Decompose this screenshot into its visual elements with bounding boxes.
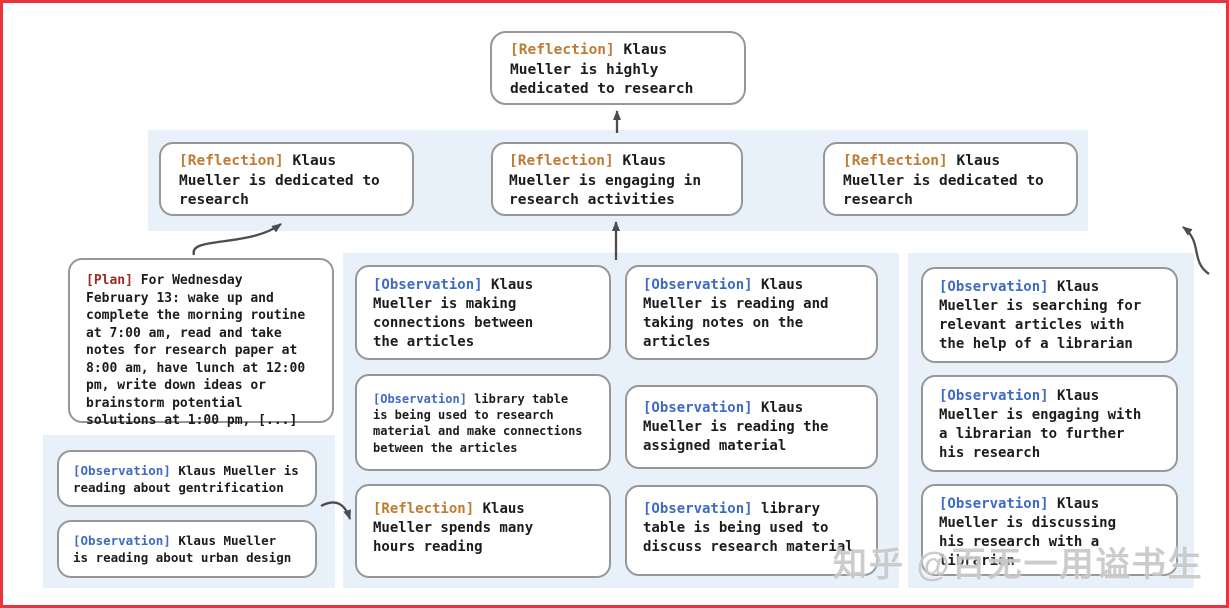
- node-reflection-left: [Reflection] Klaus Mueller is dedicated …: [159, 142, 414, 216]
- node-text: Klaus Mueller is making connections betw…: [373, 277, 534, 350]
- observation-tag: [Observation]: [643, 400, 753, 416]
- node-reflection-right: [Reflection] Klaus Mueller is dedicated …: [823, 142, 1078, 216]
- node-observation-searching-articles: [Observation] Klaus Mueller is searching…: [921, 267, 1178, 363]
- node-root-reflection: [Reflection] Klaus Mueller is highly ded…: [490, 31, 746, 105]
- observation-tag: [Observation]: [643, 501, 753, 517]
- observation-tag: [Observation]: [373, 277, 483, 293]
- node-observation-engaging-librarian: [Observation] Klaus Mueller is engaging …: [921, 375, 1178, 472]
- node-observation-library-table-research: [Observation] library table is being use…: [355, 374, 611, 471]
- observation-tag: [Observation]: [373, 392, 467, 406]
- observation-tag: [Observation]: [643, 277, 753, 293]
- node-observation-library-table-discuss: [Observation] library table is being use…: [625, 485, 878, 576]
- observation-tag: [Observation]: [939, 388, 1049, 404]
- reflection-tag: [Reflection]: [510, 42, 615, 58]
- node-text: Klaus Mueller is reading the assigned ma…: [643, 400, 829, 454]
- node-observation-taking-notes: [Observation] Klaus Mueller is reading a…: [625, 265, 878, 360]
- node-observation-making-connections: [Observation] Klaus Mueller is making co…: [355, 265, 611, 360]
- node-reflection-center: [Reflection] Klaus Mueller is engaging i…: [491, 142, 743, 216]
- observation-tag: [Observation]: [939, 496, 1049, 512]
- observation-tag: [Observation]: [939, 279, 1049, 295]
- node-text: Klaus Mueller is reading and taking note…: [643, 277, 829, 350]
- observation-tag: [Observation]: [73, 463, 171, 478]
- node-observation-assigned-material: [Observation] Klaus Mueller is reading t…: [625, 385, 878, 469]
- plan-tag: [Plan]: [86, 273, 133, 288]
- node-text: library table is being used to discuss r…: [643, 501, 854, 555]
- node-text: Klaus Mueller is searching for relevant …: [939, 279, 1142, 352]
- node-observation-urban-design: [Observation] Klaus Mueller is reading a…: [57, 520, 317, 578]
- node-text: Klaus Mueller is reading about urban des…: [73, 533, 292, 565]
- node-text: Klaus Mueller is reading about gentrific…: [73, 463, 299, 495]
- node-plan: [Plan] For Wednesday February 13: wake u…: [68, 258, 334, 428]
- node-text: Klaus Mueller is dedicated to research: [179, 153, 380, 209]
- reflection-tag: [Reflection]: [843, 153, 948, 169]
- node-text: library table is being used to research …: [373, 392, 583, 455]
- reflection-tag: [Reflection]: [509, 153, 614, 169]
- reflection-tag: [Reflection]: [179, 153, 284, 169]
- node-reflection-hours-reading: [Reflection] Klaus Mueller spends many h…: [355, 484, 611, 578]
- node-text: Klaus Mueller is engaging with a librari…: [939, 388, 1142, 461]
- reflection-tag: [Reflection]: [373, 501, 475, 517]
- node-text: Klaus Mueller is dedicated to research: [843, 153, 1044, 209]
- node-text: Klaus Mueller spends many hours reading: [373, 501, 534, 555]
- node-text: Klaus Mueller is highly dedicated to res…: [510, 42, 694, 98]
- node-observation-discussing-research: [Observation] Klaus Mueller is discussin…: [921, 484, 1178, 576]
- node-text: Klaus Mueller is engaging in research ac…: [509, 153, 702, 209]
- node-observation-gentrification: [Observation] Klaus Mueller is reading a…: [57, 450, 317, 507]
- observation-tag: [Observation]: [73, 533, 171, 548]
- node-text: For Wednesday February 13: wake up and c…: [86, 273, 306, 429]
- node-text: Klaus Mueller is discussing his research…: [939, 496, 1117, 569]
